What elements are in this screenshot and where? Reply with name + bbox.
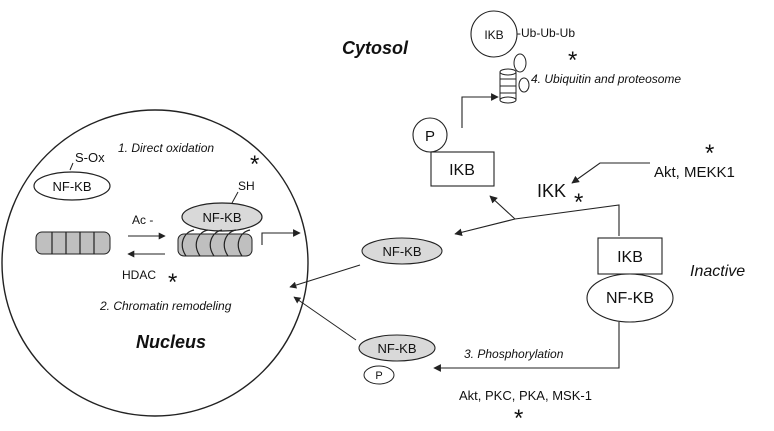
nfkb-oxidized-node bbox=[33, 171, 111, 201]
phosphate-bottom-node bbox=[363, 365, 395, 385]
ikb-phosphorylation-arrow bbox=[489, 195, 516, 220]
kinases-label: Akt, PKC, PKA, MSK-1 bbox=[459, 388, 592, 403]
phosphate-top-node bbox=[412, 117, 448, 153]
sh-label: SH bbox=[238, 179, 255, 193]
degradation-arrow bbox=[461, 93, 499, 128]
nfkb-phospho-nuclear-arrow bbox=[293, 296, 357, 341]
s-ox-bond bbox=[69, 162, 74, 171]
ikb-ubiquitinated-node bbox=[470, 10, 518, 58]
akt-mekk1-label: Akt, MEKK1 bbox=[654, 164, 735, 181]
kinases-asterisk: * bbox=[514, 405, 523, 431]
ubiquitin-chain-label: -Ub-Ub-Ub bbox=[517, 26, 575, 40]
s-ox-label: S-Ox bbox=[75, 150, 105, 165]
nfkb-free-node bbox=[361, 237, 443, 265]
nfkb-release-arrow bbox=[454, 218, 516, 237]
hdac-asterisk: * bbox=[168, 269, 177, 296]
nfkb-free-label: NF-KB bbox=[383, 244, 422, 259]
nfkb-oxidized-label: NF-KB bbox=[53, 179, 92, 194]
nfkb-phosphorylated-label: NF-KB bbox=[378, 341, 417, 356]
proteasome-icon bbox=[499, 53, 530, 104]
activation-branch-line bbox=[514, 204, 620, 236]
nfkb-phosphorylated-node bbox=[358, 334, 436, 362]
ikb-ubiquitinated-label: IKB bbox=[484, 28, 503, 42]
nfkb-chromatin-label: NF-KB bbox=[203, 210, 242, 225]
ikb-inactive-label: IKB bbox=[617, 249, 643, 266]
phosphate-top-label: P bbox=[425, 128, 435, 145]
akt-mekk1-asterisk: * bbox=[705, 140, 714, 167]
nfkb-inactive-label: NF-KB bbox=[606, 290, 654, 307]
nfkb-inactive-node bbox=[586, 273, 674, 323]
hdac-label: HDAC bbox=[122, 268, 156, 282]
ikb-phosphorylated-label: IKB bbox=[449, 162, 475, 179]
phosphorylation-pathway-line bbox=[433, 322, 620, 372]
sh-bond bbox=[231, 191, 239, 204]
ikb-phosphorylated-box bbox=[430, 151, 495, 187]
nucleus-label: Nucleus bbox=[136, 332, 206, 352]
direct-oxidation-label: 1. Direct oxidation bbox=[118, 141, 214, 155]
ubiquitin-proteosome-label: 4. Ubiquitin and proteosome bbox=[531, 72, 681, 86]
nfkb-nuclear-entry-arrow bbox=[289, 264, 361, 289]
ikk-asterisk: * bbox=[574, 189, 583, 216]
phosphate-bottom-label: P bbox=[375, 370, 382, 382]
ikb-inactive-box bbox=[597, 237, 663, 275]
direct-oxidation-asterisk: * bbox=[250, 151, 259, 178]
open-chromatin-icon bbox=[177, 229, 253, 257]
closed-chromatin-icon bbox=[35, 231, 111, 255]
cytosol-label: Cytosol bbox=[342, 38, 409, 58]
ikk-label: IKK bbox=[537, 181, 566, 201]
nucleus-circle bbox=[1, 109, 309, 417]
phosphorylation-label: 3. Phosphorylation bbox=[464, 347, 564, 361]
transcription-arrow bbox=[261, 229, 301, 245]
inactive-label: Inactive bbox=[690, 263, 745, 280]
nfkb-chromatin-node bbox=[181, 202, 263, 232]
akt-mekk1-arrow bbox=[571, 162, 650, 184]
ubiquitin-asterisk: * bbox=[568, 47, 577, 74]
chromatin-remodeling-label: 2. Chromatin remodeling bbox=[99, 299, 232, 313]
acetylation-label: Ac - bbox=[132, 213, 153, 227]
